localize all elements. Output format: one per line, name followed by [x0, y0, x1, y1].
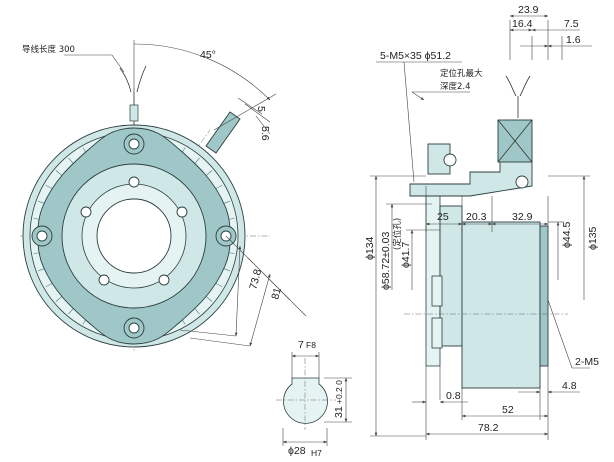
dim-52: 52 [502, 404, 514, 416]
dim-d58-72-sub: (定位孔) [392, 218, 403, 250]
wire-grommet [129, 104, 139, 122]
dim-d44-5: ϕ44.5 [561, 222, 573, 248]
shaft-detail: 7 F8 31 +0.2 0 ϕ28 H7 [276, 339, 352, 458]
bolt-note: 5-M5×35 ϕ51.2 [380, 50, 451, 62]
dim-7-5: 7.5 [564, 18, 579, 30]
locating-hole-note-1: 定位孔最大 [440, 68, 483, 79]
locating-hole-note-2: 深度2.4 [440, 81, 471, 92]
side-view: 23.9 16.4 7.5 1.6 5-M5×35 ϕ51.2 定位孔最大 深度… [364, 4, 599, 440]
dim-d135: ϕ135 [587, 226, 599, 250]
dim-73-8: 73.8 [247, 268, 264, 291]
bore [96, 198, 172, 274]
bore-diameter-tol: H7 [311, 448, 322, 458]
housing-end [539, 225, 549, 367]
bore-height-tol: +0.2 0 [334, 380, 344, 404]
hub-section [439, 205, 463, 347]
dim-23-9: 23.9 [518, 4, 539, 16]
dim-4-8: 4.8 [562, 380, 577, 392]
dim-20-3: 20.3 [466, 211, 487, 223]
dim-5: 5 [255, 106, 267, 112]
dim-32-9: 32.9 [512, 211, 533, 223]
main-housing [461, 221, 541, 389]
dim-d134: ϕ134 [364, 236, 376, 260]
side-lead-wire [505, 75, 531, 118]
dim-1-6: 1.6 [566, 34, 581, 46]
mounting-holes [31, 133, 237, 339]
angle-label: 45° [200, 49, 216, 61]
dim-81: 81 [269, 286, 284, 301]
dim-d58-72: ϕ58.72±0.03 [380, 231, 392, 290]
dim-16-4: 16.4 [512, 18, 533, 30]
inner-bolt-holes [80, 176, 188, 286]
dim-5-6: 5.6 [259, 126, 271, 141]
right-note: 2-M5 [575, 356, 599, 368]
keyed-bore [283, 377, 328, 424]
bore-diameter: ϕ28 [288, 445, 306, 457]
dim-d41-7: ϕ41.7 [400, 242, 412, 268]
key-width: 7 [298, 339, 304, 351]
front-view: 45° 导线长度 300 5 5.6 73.8 81 [20, 40, 307, 352]
dim-0-8: 0.8 [446, 390, 461, 402]
key-width-tol: F8 [306, 340, 316, 350]
bore-height: 31 [333, 406, 345, 418]
dim-78-2: 78.2 [478, 422, 499, 434]
lead-wire-length: 导线长度 300 [22, 44, 75, 55]
dim-25: 25 [437, 211, 449, 223]
terminal-tab [205, 111, 241, 154]
